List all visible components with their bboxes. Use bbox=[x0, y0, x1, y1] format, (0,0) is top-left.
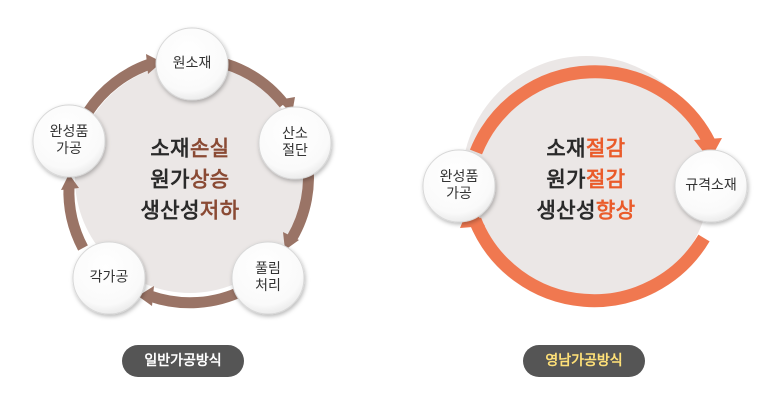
left-arc-annealing-to-forming bbox=[148, 285, 247, 309]
left-center-line1: 소재손실 bbox=[150, 136, 230, 161]
left-arrowhead-3 bbox=[283, 232, 299, 250]
left-center-text: 소재손실 원가상승 생산성저하 bbox=[140, 134, 239, 227]
left-center-line2: 원가상승 bbox=[150, 167, 230, 192]
right-arc-bottom bbox=[468, 217, 710, 308]
right-cycle bbox=[422, 56, 748, 308]
node-annealing bbox=[231, 241, 305, 315]
left-arc-finished-to-raw bbox=[83, 58, 152, 116]
left-center-disc bbox=[75, 63, 305, 293]
left-center-line3: 생산성저하 bbox=[140, 198, 240, 223]
left-arrowhead-1 bbox=[146, 54, 162, 74]
right-center-text: 소재절감 원가절감 생산성향상 bbox=[536, 134, 635, 227]
node-oxygen-cutting bbox=[258, 106, 332, 180]
caption-general-method: 일반가공방식 bbox=[122, 345, 244, 377]
left-arc-forming-to-finished bbox=[63, 185, 88, 251]
node-raw-material bbox=[155, 27, 229, 101]
label-standard-material: 규격소재 bbox=[685, 177, 737, 194]
right-arc-top bbox=[469, 65, 715, 155]
right-center-line1: 소재절감 bbox=[546, 136, 626, 161]
right-center-disc bbox=[462, 56, 710, 304]
label-finished-right: 완성품 가공 bbox=[439, 169, 479, 202]
left-cycle bbox=[32, 27, 332, 315]
label-oxygen-cutting: 산소 절단 bbox=[282, 126, 308, 159]
node-corner-forming bbox=[72, 241, 146, 315]
node-standard-material bbox=[674, 149, 748, 223]
left-arc-raw-to-cutting bbox=[224, 58, 289, 108]
label-annealing: 풀림 처리 bbox=[255, 261, 281, 294]
left-arrowhead-5 bbox=[61, 174, 79, 190]
right-arrowhead-top bbox=[694, 138, 722, 160]
label-raw-material: 원소재 bbox=[172, 55, 212, 72]
node-finished-right bbox=[422, 149, 496, 223]
right-center-line3: 생산성향상 bbox=[536, 198, 636, 223]
right-center-line2: 원가절감 bbox=[546, 167, 626, 192]
label-finished-left: 완성품 가공 bbox=[49, 124, 89, 157]
node-finished-left bbox=[32, 104, 106, 178]
left-arrowhead-4 bbox=[138, 286, 154, 306]
label-corner-forming: 각가공 bbox=[89, 269, 129, 286]
caption-yeongnam-method: 영남가공방식 bbox=[523, 345, 645, 377]
